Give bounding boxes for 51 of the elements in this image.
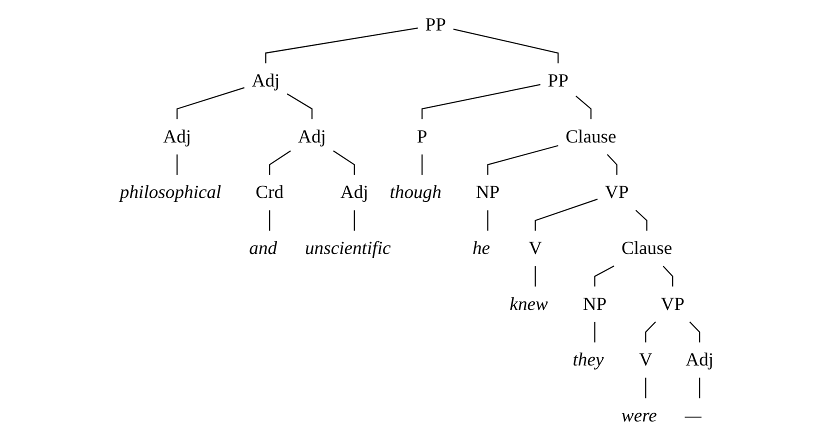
- node-text: and: [249, 238, 278, 259]
- node-text: Adj: [163, 126, 192, 147]
- node-text: NP: [476, 182, 500, 203]
- connector: [422, 84, 540, 120]
- node-text: Adj: [686, 350, 714, 370]
- connector: [176, 87, 244, 120]
- connector: [176, 154, 178, 175]
- node-text: Clause: [621, 238, 672, 259]
- node-text: Crd: [256, 182, 284, 203]
- node-text: philosophical: [120, 182, 222, 203]
- node-text: were: [621, 406, 657, 426]
- node-text: P: [416, 126, 428, 147]
- node-text: they: [572, 350, 604, 370]
- node-text: PP: [548, 70, 568, 92]
- connector: [662, 266, 674, 287]
- node-text: he: [472, 238, 490, 259]
- connector: [576, 96, 592, 120]
- node-text: NP: [582, 294, 607, 314]
- connector: [645, 322, 656, 342]
- connector: [422, 154, 423, 175]
- node-text: PP: [425, 14, 446, 36]
- connector: [606, 154, 618, 175]
- node-text: V: [528, 238, 542, 259]
- connector: [534, 198, 598, 231]
- connector: [594, 322, 596, 342]
- connector: [635, 210, 648, 231]
- connector: [594, 266, 614, 287]
- node-text: Adj: [252, 70, 280, 92]
- connector: [645, 378, 646, 398]
- connector: [487, 210, 488, 231]
- connector: [699, 378, 700, 398]
- node-text: knew: [510, 294, 548, 314]
- node-text: Adj: [298, 126, 326, 147]
- connector: [487, 145, 558, 175]
- node-text: —: [684, 406, 702, 426]
- node-text: Adj: [340, 182, 368, 203]
- connector: [689, 322, 700, 342]
- node-text: V: [638, 350, 652, 370]
- connector: [333, 150, 355, 175]
- connector: [286, 93, 313, 120]
- connector: [269, 210, 270, 231]
- connector: [265, 28, 418, 64]
- node-text: though: [390, 182, 442, 203]
- node-text: VP: [660, 294, 685, 314]
- node-text: unscientific: [304, 238, 391, 259]
- connector: [269, 150, 291, 175]
- node-text: Clause: [566, 126, 616, 147]
- node-text: VP: [604, 182, 629, 203]
- connector: [534, 266, 536, 287]
- connector: [453, 28, 559, 64]
- connector: [354, 210, 355, 231]
